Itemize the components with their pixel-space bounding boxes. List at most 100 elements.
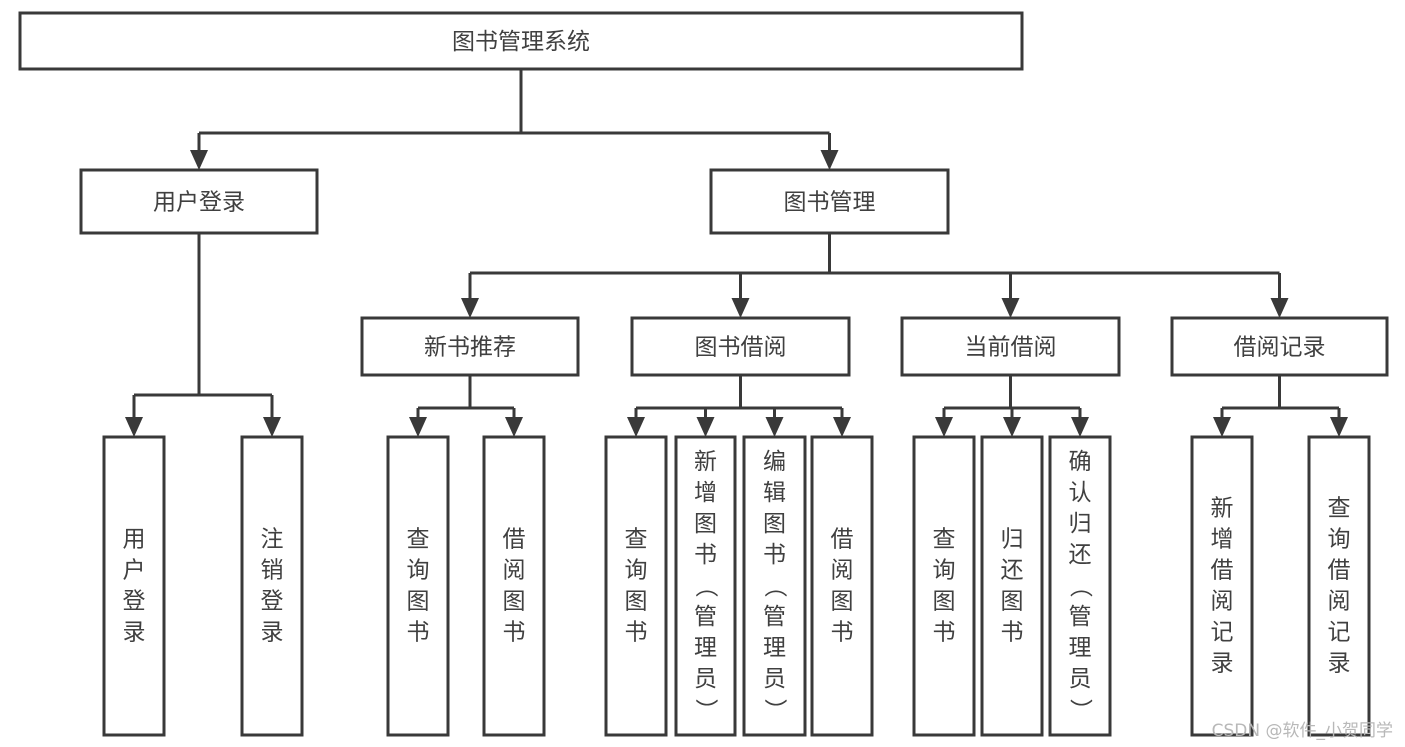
svg-text:书: 书 [933,620,956,646]
new-book-recommend-to-leaves-arrow-0 [409,417,427,437]
svg-text:新: 新 [694,449,717,475]
svg-text:户: 户 [123,558,146,584]
borrow-record-to-leaves-arrow-1 [1330,417,1348,437]
user-login-to-leaves-arrow-0 [125,417,143,437]
book-borrow-to-leaves-arrow-1 [696,417,715,437]
node-leaf-borrow-book-rec-box[interactable] [482,435,546,737]
svg-text:查: 查 [933,527,956,553]
node-leaf-edit-book-box[interactable] [742,435,807,737]
svg-text:注: 注 [261,527,284,553]
book-manage-to-level2-arrow-1 [731,298,750,318]
svg-text:借: 借 [831,527,854,553]
svg-text:还: 还 [1001,558,1024,584]
svg-text:查: 查 [407,527,430,553]
svg-text:图: 图 [763,511,786,537]
node-book-borrow-label: 图书借阅 [695,335,787,361]
node-book-borrow-box[interactable] [630,316,851,377]
svg-text:图: 图 [625,589,648,615]
node-user-login[interactable]: 用户登录 [79,168,319,235]
node-book-borrow[interactable]: 图书借阅 [630,316,851,377]
node-leaf-user-login[interactable]: 用户登录 [102,435,166,737]
node-leaf-user-login-label: 用户登录 [123,527,146,646]
svg-text:）: ） [693,699,719,722]
node-borrow-record[interactable]: 借阅记录 [1170,316,1389,377]
node-current-borrow-box[interactable] [900,316,1121,377]
node-user-login-label: 用户登录 [153,190,245,216]
node-leaf-query-book-cur-box[interactable] [912,435,976,737]
node-book-manage[interactable]: 图书管理 [709,168,950,235]
node-leaf-query-record-box[interactable] [1307,435,1371,737]
node-book-manage-box[interactable] [709,168,950,235]
nodes-layer: 图书管理系统用户登录图书管理新书推荐图书借阅当前借阅借阅记录用户登录注销登录查询… [18,11,1389,737]
svg-text:借: 借 [503,527,526,553]
svg-text:记: 记 [1211,620,1234,646]
current-borrow-to-leaves-arrow-0 [935,417,953,437]
node-leaf-add-record-box[interactable] [1190,435,1254,737]
node-leaf-add-book-box[interactable] [674,435,737,737]
svg-text:阅: 阅 [1328,589,1351,615]
svg-text:询: 询 [933,558,956,584]
svg-text:员: 员 [763,666,786,692]
svg-text:图: 图 [694,511,717,537]
book-borrow-to-leaves-arrow-2 [765,417,784,437]
node-new-book-recommend[interactable]: 新书推荐 [360,316,580,377]
svg-text:询: 询 [1328,527,1351,553]
book-manage-to-level2-arrow-2 [1001,298,1020,318]
svg-text:图: 图 [407,589,430,615]
node-leaf-query-book-rec-box[interactable] [386,435,450,737]
node-leaf-logout-box[interactable] [240,435,304,737]
svg-text:（: （ [1067,575,1093,598]
svg-text:书: 书 [407,620,430,646]
svg-text:销: 销 [261,558,284,584]
svg-text:用: 用 [123,527,146,553]
node-current-borrow[interactable]: 当前借阅 [900,316,1121,377]
svg-text:辑: 辑 [763,480,786,506]
node-new-book-recommend-box[interactable] [360,316,580,377]
node-borrow-record-box[interactable] [1170,316,1389,377]
svg-text:管: 管 [1069,604,1092,630]
svg-text:录: 录 [261,620,284,646]
node-current-borrow-label: 当前借阅 [965,335,1057,361]
node-leaf-return-book-box[interactable] [980,435,1044,737]
svg-text:书: 书 [694,542,717,568]
svg-text:借: 借 [1211,558,1234,584]
node-leaf-user-login-box[interactable] [102,435,166,737]
svg-text:增: 增 [694,480,717,506]
node-root-label: 图书管理系统 [452,29,590,55]
node-borrow-record-label: 借阅记录 [1234,335,1326,361]
svg-text:书: 书 [831,620,854,646]
node-root-box[interactable] [18,11,1024,71]
svg-text:还: 还 [1069,542,1092,568]
node-leaf-query-book-borrow-box[interactable] [604,435,668,737]
svg-text:录: 录 [123,620,146,646]
node-user-login-box[interactable] [79,168,319,235]
svg-text:图: 图 [1001,589,1024,615]
node-leaf-confirm-return-box[interactable] [1048,435,1112,737]
node-root[interactable]: 图书管理系统 [18,11,1024,71]
svg-text:（: （ [693,575,719,598]
svg-text:登: 登 [261,589,284,615]
node-leaf-borrow-book-box[interactable] [810,435,874,737]
